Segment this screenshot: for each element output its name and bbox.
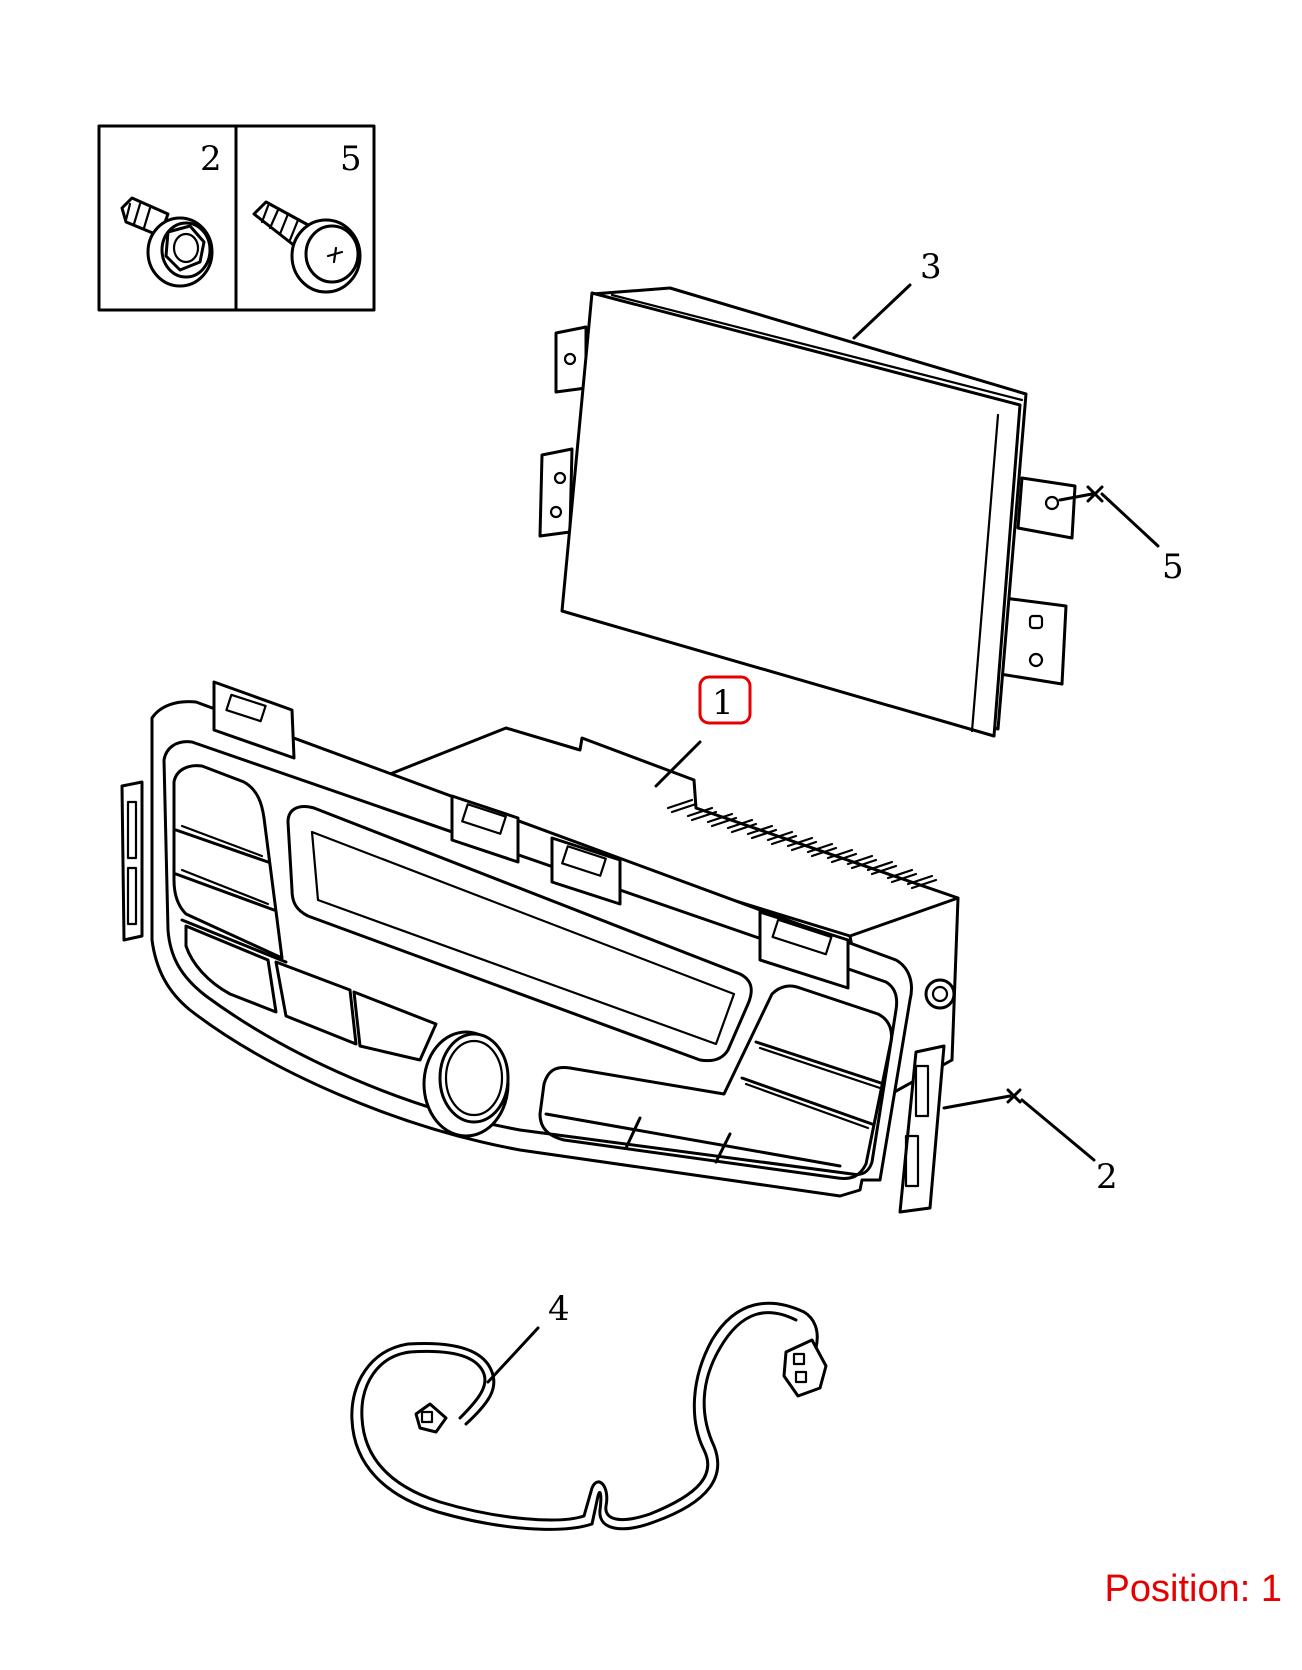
flange-bolt-icon [120,196,214,288]
callout-inset-2[interactable]: 2 [200,139,222,179]
highlighted-callout-1[interactable]: 1 [698,675,752,725]
callout-inset-5[interactable]: 5 [340,139,362,179]
control-panel[interactable] [120,680,960,1214]
threaded-screw-icon [252,200,362,294]
callout-part-2[interactable]: 2 [1096,1157,1118,1197]
display-screen[interactable] [538,286,1077,738]
wiring-harness[interactable] [350,1301,828,1531]
callout-part-3[interactable]: 3 [920,247,942,287]
fastener-inset: 2 5 [97,124,376,312]
callout-part-5[interactable]: 5 [1162,547,1184,587]
rotary-knob-icon[interactable] [422,1030,510,1138]
callout-part-1: 1 [712,683,734,723]
position-label: Position: 1 [1104,1568,1282,1610]
callout-part-4[interactable]: 4 [548,1289,570,1329]
vent-slats [666,798,938,890]
